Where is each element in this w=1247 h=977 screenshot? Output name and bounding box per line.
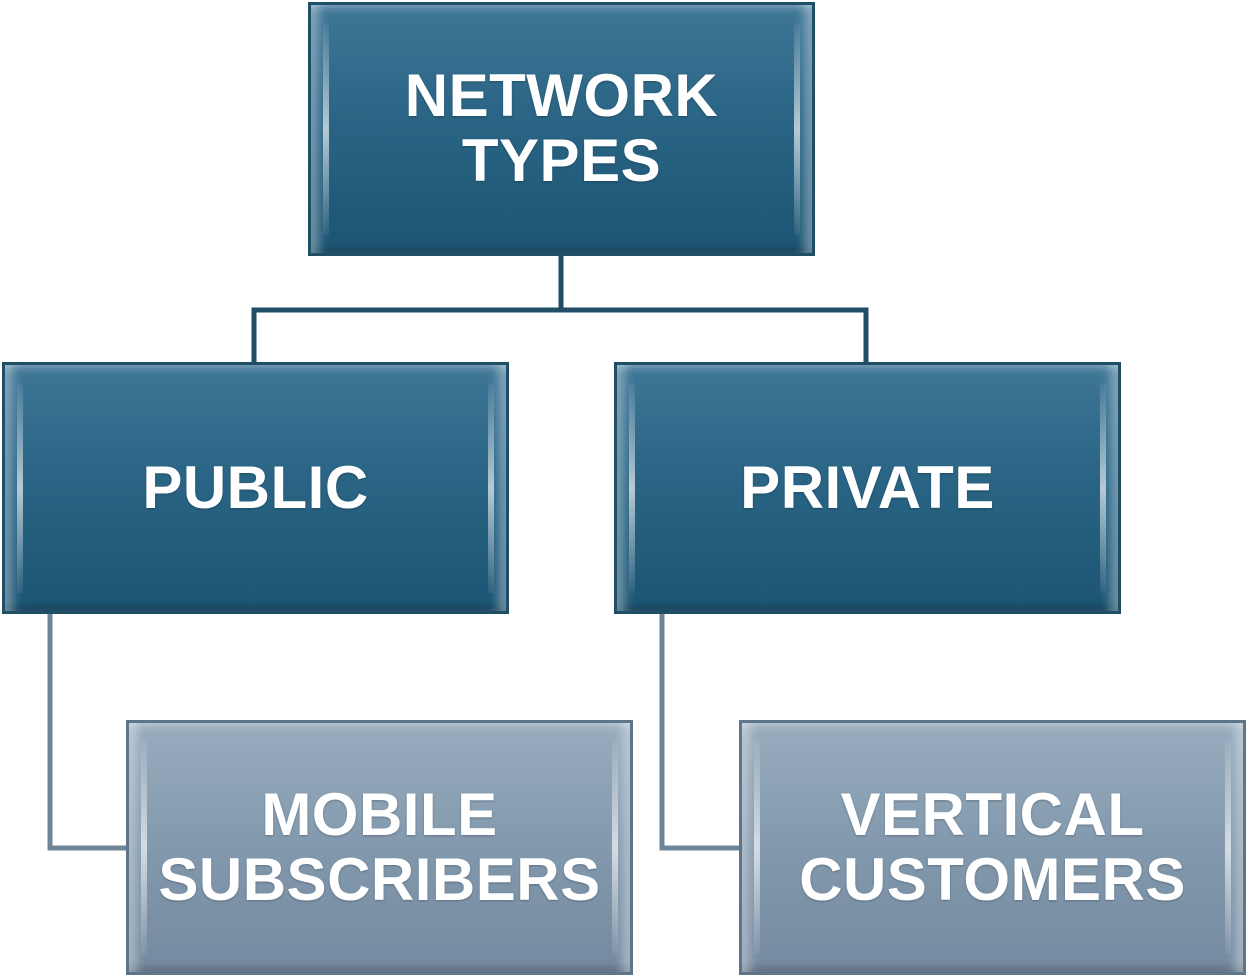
mobile-subscribers-line-2: SUBSCRIBERS — [158, 845, 601, 913]
private-label-text: PRIVATE — [740, 453, 995, 521]
public-to-mobile-connector — [47, 614, 126, 851]
private-node: PRIVATE — [614, 362, 1121, 614]
network-types-line-2: TYPES — [461, 127, 662, 194]
network-types-line-1: NETWORK — [404, 62, 719, 130]
mobile-subscribers-line-1: MOBILE — [261, 780, 498, 848]
public-label-text: PUBLIC — [142, 453, 369, 521]
root-to-children-connector — [251, 256, 869, 362]
public-node: PUBLIC — [2, 362, 509, 614]
vertical-customers-line-2: CUSTOMERS — [799, 845, 1186, 913]
vertical-customers-line-1: VERTICAL — [840, 780, 1145, 848]
mobile-subscribers-label: MOBILE SUBSCRIBERS — [158, 780, 601, 913]
mobile-subscribers-node: MOBILE SUBSCRIBERS — [126, 720, 633, 975]
private-label: PRIVATE — [740, 453, 995, 521]
private-to-vertical-connector — [659, 614, 739, 851]
vertical-customers-node: VERTICAL CUSTOMERS — [739, 720, 1246, 975]
public-label: PUBLIC — [142, 453, 369, 521]
network-types-node: NETWORK TYPES — [308, 2, 815, 256]
network-types-label: NETWORK TYPES — [404, 62, 719, 194]
vertical-customers-label: VERTICAL CUSTOMERS — [799, 780, 1186, 913]
